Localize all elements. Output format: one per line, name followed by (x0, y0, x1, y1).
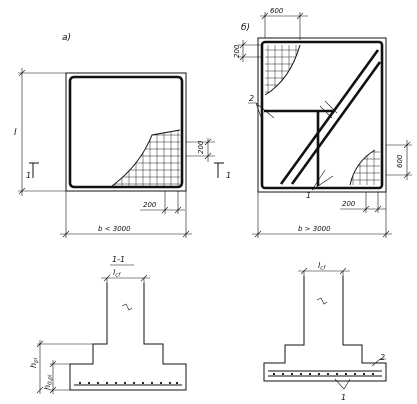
column-width-label-b: lcf (318, 261, 326, 272)
section-mark-1-left: 1 (26, 171, 31, 180)
dim-600-top-b: 600 (270, 7, 284, 15)
foundation-profile-a (69, 283, 187, 391)
dim-200-bottom-a: 200 (143, 201, 157, 209)
section-mark-1-right: 1 (226, 171, 231, 180)
mesh-diagonal-outer (279, 49, 380, 185)
dim-200-bottom-b: 200 (342, 200, 356, 208)
callout-2-section-leader (371, 358, 386, 367)
foundation-profile-b (263, 276, 387, 382)
mesh-hatch-b-bottom (350, 150, 380, 185)
section-title: 1-1 (112, 255, 125, 264)
rebar-mesh-frame-a (68, 75, 184, 189)
callout-2-section: 2 (380, 353, 385, 362)
step-height-label-2: h0,pl (43, 374, 54, 390)
rebar-mesh-frame-b (260, 40, 384, 190)
column-break-mark-a (121, 303, 133, 311)
pad-outline-a (65, 72, 187, 192)
dim-200-left-b: 200 (233, 44, 241, 58)
rebar-dots-b (272, 372, 375, 376)
column-break-mark-b (316, 297, 328, 305)
mesh-cut-line-b-top (264, 44, 301, 96)
width-label-a: b < 3000 (98, 225, 131, 233)
section-b: lcf 2 1 (263, 261, 387, 402)
variant-a-label: а) (62, 33, 71, 43)
diagonal-joint-ticks (319, 100, 338, 119)
section-1-1-a: 1-1 lcf hpl h0,pl (29, 255, 187, 394)
mesh-cut-line-b-bottom (349, 149, 376, 186)
callout-1-section: 1 (341, 393, 346, 402)
mesh-hatch-a (112, 130, 180, 186)
dim-200-side-a: 200 (197, 140, 205, 154)
plan-b: б) 600 200 600 200 b > 3000 (233, 7, 412, 238)
callout-2-plan: 2 (249, 94, 254, 103)
rebar-dots-a (78, 381, 179, 385)
pad-outline-b (257, 37, 387, 193)
column-width-label-a: lcf (113, 268, 121, 279)
step-height-label-1: hpl (29, 357, 40, 368)
width-label-b: b > 3000 (298, 225, 331, 233)
callout-1-plan: 1 (306, 191, 311, 200)
plan-a: а) l b < 3000 200 200 1 1 (14, 33, 231, 238)
mesh-cut-line-a (111, 129, 181, 187)
dim-600-right-b: 600 (396, 154, 404, 168)
callout-1-section-leader (334, 378, 351, 390)
variant-b-label: б) (241, 23, 250, 33)
length-label-a: l (14, 128, 17, 138)
mesh-diagonal-inner (290, 61, 382, 185)
